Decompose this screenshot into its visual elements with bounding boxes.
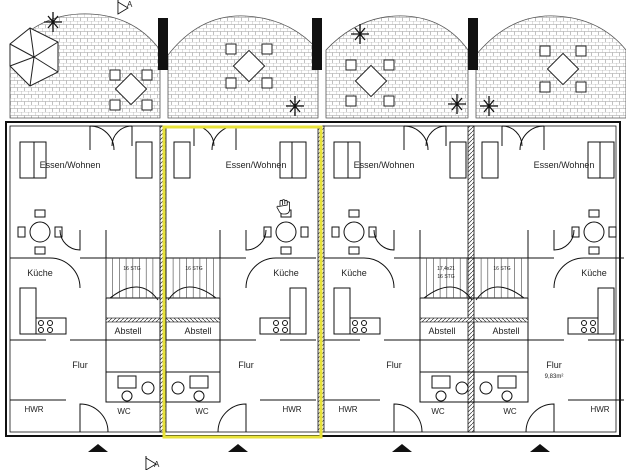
unit-highlight[interactable]: [162, 125, 323, 439]
room-label-storage: Abstell: [428, 326, 455, 336]
unit-4: [473, 125, 624, 433]
room-label-wc: WC: [117, 407, 131, 416]
room-label-living: Essen/Wohnen: [226, 160, 287, 170]
hand-cursor-icon: [276, 199, 290, 215]
room-label-living: Essen/Wohnen: [534, 160, 595, 170]
room-label-kitchen: Küche: [581, 268, 607, 278]
section-mark-label-bottom: A: [154, 460, 160, 469]
room-label-storage: Abstell: [184, 326, 211, 336]
section-mark-top: A: [117, 0, 133, 15]
room-label-storage: Abstell: [114, 326, 141, 336]
stair-label: 17,4x21: [437, 266, 455, 272]
room-label-hall: Flur: [238, 360, 254, 370]
terrace-area: [9, 13, 626, 119]
room-label-living: Essen/Wohnen: [354, 160, 415, 170]
room-label-wc: WC: [195, 407, 209, 416]
room-label-storage: Abstell: [492, 326, 519, 336]
room-area-label: 9,83m²: [545, 374, 564, 380]
section-mark-bottom: A: [145, 456, 160, 470]
room-label-kitchen: Küche: [27, 268, 53, 278]
privacy-walls: [158, 18, 478, 70]
stair-label: 16 STG: [437, 274, 454, 280]
room-label-utility: HWR: [338, 405, 357, 414]
entrance-markers: [88, 444, 550, 452]
room-label-utility: HWR: [282, 405, 301, 414]
stair-label: 16 STG: [493, 266, 510, 272]
patio-table-icon: [114, 49, 580, 106]
unit-3: [324, 125, 475, 433]
room-label-living: Essen/Wohnen: [40, 160, 101, 170]
plant-icon: [44, 12, 498, 116]
unit-1: [10, 125, 161, 433]
room-label-kitchen: Küche: [273, 268, 299, 278]
section-mark-label-top: A: [127, 0, 133, 9]
room-label-wc: WC: [431, 407, 445, 416]
patio-chair-icon: [109, 43, 587, 111]
room-label-hall: Flur: [72, 360, 88, 370]
room-label-hall: Flur: [546, 360, 562, 370]
room-label-utility: HWR: [24, 405, 43, 414]
room-label-wc: WC: [503, 407, 517, 416]
unit-2: [165, 125, 316, 433]
stair-label: 16 STG: [185, 266, 202, 272]
room-label-kitchen: Küche: [341, 268, 367, 278]
stair-label: 16 STG: [123, 266, 140, 272]
room-label-utility: HWR: [590, 405, 609, 414]
room-label-hall: Flur: [386, 360, 402, 370]
patio-umbrella-icon: [9, 27, 59, 87]
